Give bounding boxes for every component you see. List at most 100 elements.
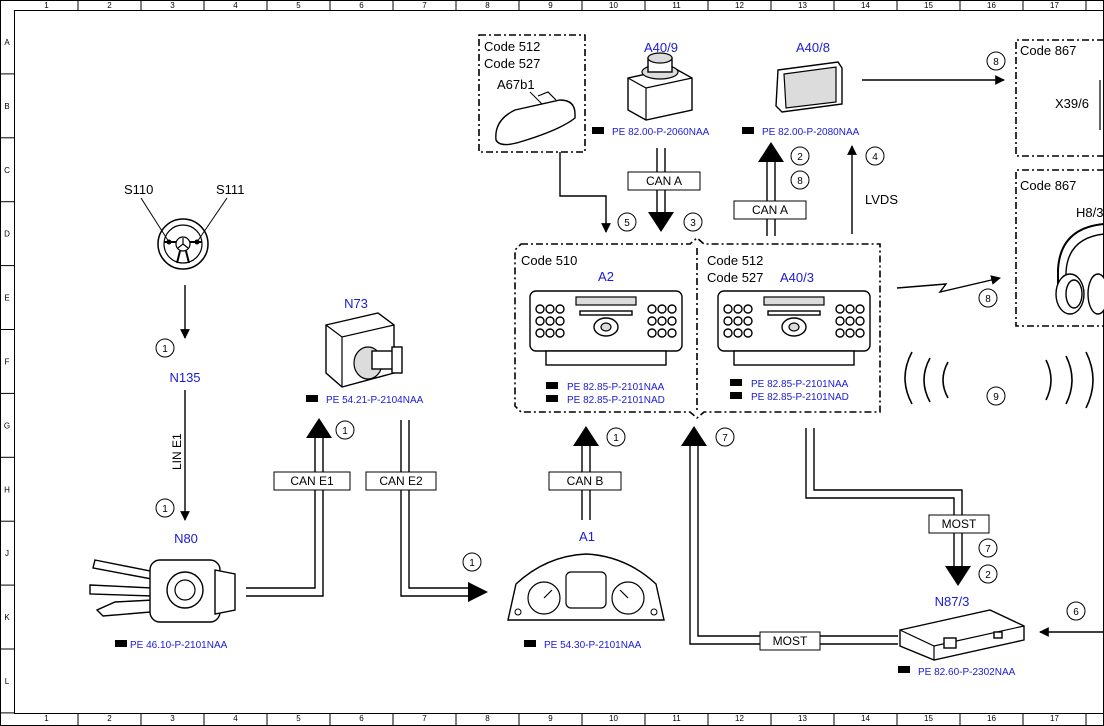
- bus-box-can-e2: [365, 471, 437, 491]
- bus-label-lvds: LVDS: [865, 192, 898, 207]
- marker-2-a: 2: [978, 564, 998, 584]
- bus-box-can-b: [548, 471, 622, 491]
- grid-column-label: 17: [1050, 714, 1059, 723]
- steering-wheel-icon: [157, 218, 209, 270]
- grid-column-label: 7: [422, 714, 427, 723]
- grid-column-label: 14: [861, 714, 870, 723]
- bus-box-most-lower: [759, 631, 821, 651]
- code-527-head: Code 527: [707, 270, 763, 285]
- leader-s110: [140, 197, 170, 243]
- svg-text:1: 1: [469, 558, 475, 569]
- marker-1-b: 1: [155, 498, 175, 518]
- leader-s111: [196, 197, 228, 243]
- grid-column-label: 10: [609, 1, 618, 10]
- label-a40-9: A40/9: [644, 40, 678, 55]
- svg-text:9: 9: [993, 392, 999, 403]
- grid-column-label: 9: [548, 1, 553, 10]
- label-h8-3: H8/3: [1076, 205, 1103, 220]
- svg-text:1: 1: [162, 504, 168, 515]
- ref-a2-1: PE 82.85-P-2101NAA: [567, 382, 665, 393]
- grid-row-label: B: [4, 102, 9, 111]
- grid-column-label: 9: [548, 714, 553, 723]
- instrument-cluster-icon: [507, 553, 665, 621]
- grid-column-label: 4: [233, 1, 238, 10]
- bus-label-can-e2: CAN E2: [379, 474, 423, 488]
- controller-knob-icon: [627, 52, 693, 121]
- a67b1-code-box: [478, 34, 586, 153]
- bus-label-most-lower: MOST: [773, 634, 808, 648]
- svg-text:8: 8: [797, 176, 803, 187]
- label-a1: A1: [579, 529, 595, 544]
- grid-column-label: 2: [107, 1, 112, 10]
- label-x39-6: X39/6: [1055, 96, 1089, 111]
- grid-column-label: 6: [359, 1, 364, 10]
- svg-text:6: 6: [1073, 607, 1079, 618]
- arrow-head-most-return: [681, 426, 707, 446]
- code-867-lower: Code 867: [1020, 178, 1076, 193]
- grid-column-label: 17: [1050, 1, 1059, 10]
- bus-label-can-a-down: CAN A: [646, 174, 682, 188]
- arrow-head-n73: [306, 418, 332, 438]
- bus-label-most-upper: MOST: [942, 517, 977, 531]
- grid-column-label: 16: [987, 1, 996, 10]
- label-n87-3: N87/3: [935, 594, 970, 609]
- svg-text:8: 8: [985, 294, 991, 305]
- code-510: Code 510: [521, 253, 577, 268]
- ref-a40-9: PE 82.00-P-2060NAA: [612, 127, 710, 138]
- ref-a40-3-1: PE 82.85-P-2101NAA: [751, 379, 849, 390]
- grid-column-label: 11: [672, 1, 681, 10]
- label-s110: S110: [124, 182, 153, 197]
- hand-icon: [742, 127, 754, 134]
- grid-row-label: F: [5, 357, 10, 366]
- marker-1-e: 1: [606, 427, 626, 447]
- grid-row-label: L: [5, 677, 10, 686]
- bus-box-most-upper: [928, 514, 990, 534]
- svg-text:2: 2: [985, 570, 991, 581]
- svg-text:7: 7: [985, 544, 991, 555]
- label-a2: A2: [598, 269, 614, 284]
- grid-column-label: 8: [485, 714, 490, 723]
- head-unit-group-box: [514, 236, 881, 420]
- hand-icon: [306, 395, 318, 402]
- bus-label-can-a-up: CAN A: [752, 203, 788, 217]
- grid-column-label: 5: [296, 1, 301, 10]
- ref-a40-8: PE 82.00-P-2080NAA: [762, 127, 860, 138]
- rear-view-mirror-icon: [495, 91, 576, 146]
- hand-icon: [524, 640, 536, 647]
- steering-column-switch-icon: [89, 559, 236, 623]
- grid-column-label: 11: [672, 714, 681, 723]
- grid-row-label: C: [4, 166, 10, 175]
- grid-column-label: 12: [735, 714, 744, 723]
- marker-8-a: 8: [790, 170, 810, 190]
- grid-row-label: E: [4, 294, 9, 303]
- code-527-a67b1: Code 527: [484, 56, 540, 71]
- ref-n80: PE 46.10-P-2101NAA: [130, 640, 228, 651]
- code-512-a67b1: Code 512: [484, 39, 540, 54]
- label-n135: N135: [169, 370, 200, 385]
- svg-text:1: 1: [162, 344, 168, 355]
- svg-text:8: 8: [993, 57, 999, 68]
- grid-row-label: A: [4, 38, 10, 47]
- marker-7-b: 7: [978, 538, 998, 558]
- label-a40-8: A40/8: [796, 40, 830, 55]
- svg-text:1: 1: [342, 426, 348, 437]
- grid-column-label: 13: [798, 714, 807, 723]
- label-s111: S111: [216, 182, 244, 197]
- hand-icon: [592, 127, 604, 134]
- grid-column-label: 12: [735, 1, 744, 10]
- marker-3: 3: [683, 212, 703, 232]
- marker-5: 5: [617, 212, 637, 232]
- marker-1-c: 1: [335, 420, 355, 440]
- label-a40-3: A40/3: [780, 270, 814, 285]
- grid-row-label: D: [4, 230, 10, 239]
- x39-6-code-box: [1015, 39, 1104, 157]
- arrow-head-can-a-down: [648, 212, 674, 232]
- grid-column-label: 14: [861, 1, 870, 10]
- marker-2-b: 2: [790, 146, 810, 166]
- radio-unit-a2-icon: [529, 290, 683, 366]
- ignition-lock-icon: [325, 312, 403, 388]
- ref-a2-2: PE 82.85-P-2101NAD: [567, 395, 665, 406]
- svg-text:7: 7: [722, 433, 728, 444]
- label-n80: N80: [174, 531, 198, 546]
